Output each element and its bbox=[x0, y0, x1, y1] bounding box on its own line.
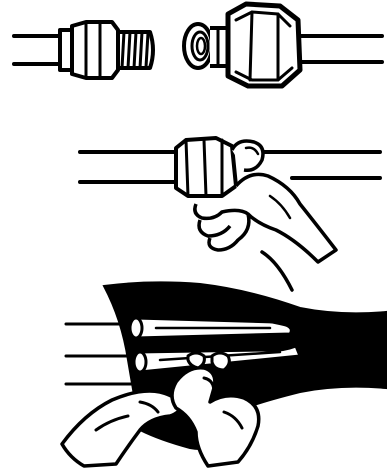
coupling-nut bbox=[176, 138, 236, 196]
panel-hand-tightening bbox=[80, 138, 380, 290]
right-pipe bbox=[300, 36, 382, 62]
threaded-fitting bbox=[60, 22, 153, 78]
panel-pipe-wrapping bbox=[62, 282, 386, 466]
panel-pipe-fittings bbox=[14, 4, 382, 86]
flare-nut bbox=[184, 4, 300, 86]
